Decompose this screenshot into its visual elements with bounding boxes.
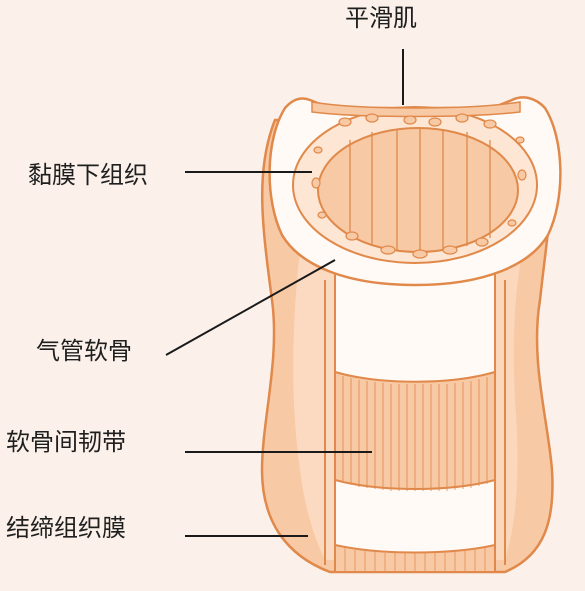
label-submucosa: 黏膜下组织 xyxy=(28,161,148,189)
label-connective-membrane: 结缔组织膜 xyxy=(6,514,126,542)
submucosa-glands xyxy=(311,113,527,259)
leader-cartilage xyxy=(165,259,336,356)
annular-ligament-striations xyxy=(342,376,488,491)
label-tracheal-cartilage: 气管软骨 xyxy=(36,337,132,365)
label-smooth-muscle: 平滑肌 xyxy=(345,4,417,32)
membrane-highlight-right xyxy=(495,255,522,560)
label-annular-ligament: 软骨间韧带 xyxy=(6,428,126,456)
leader-lines xyxy=(165,49,404,537)
smooth-muscle-striations xyxy=(349,128,491,252)
smooth-muscle-band-top xyxy=(311,101,521,118)
lower-ring-striations xyxy=(344,548,486,572)
